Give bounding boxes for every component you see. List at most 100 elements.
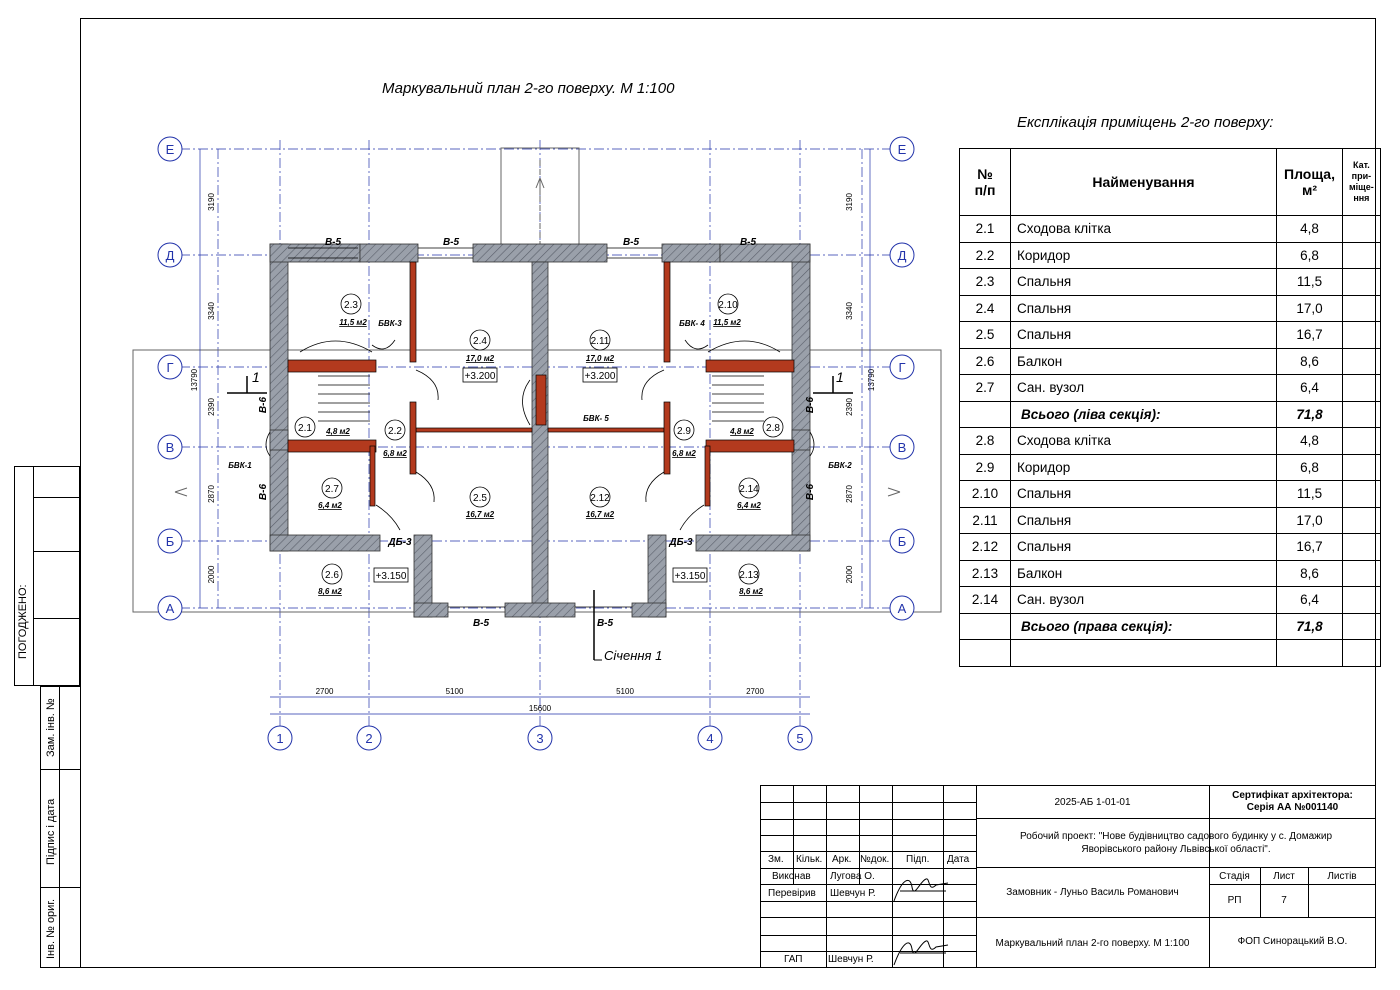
element-mark: БВК-3: [378, 319, 402, 328]
dimension-label: 3190: [845, 193, 854, 211]
col-qty: Кільк.: [796, 854, 823, 865]
role-executed: Виконав: [772, 871, 811, 882]
project-line-1: Робочий проект: "Нове будівництво садово…: [1019, 831, 1333, 842]
room-marker: [340, 293, 362, 315]
row-category: [1342, 612, 1381, 640]
row-area: 6,8: [1276, 241, 1343, 269]
row-category: [1342, 400, 1381, 428]
row-category: [1342, 586, 1381, 614]
row-area: 16,7: [1276, 533, 1343, 561]
wall: [531, 261, 549, 618]
table-row: Всього (ліва секція):71,8: [959, 400, 1381, 428]
axis-bubble: [157, 434, 183, 460]
dimension-total: 15600: [529, 704, 552, 713]
door-swing: [522, 379, 531, 426]
door-swing: [641, 369, 665, 401]
row-name: Сходова клітка: [1010, 215, 1277, 243]
dimension-label: 2000: [207, 565, 216, 583]
room-marker: [321, 563, 343, 585]
room-area: 6,8 м2: [672, 449, 696, 458]
table-row: [959, 639, 1381, 667]
dimension-label: 3340: [207, 302, 216, 320]
axis-bubble: [889, 595, 915, 621]
partition: [704, 445, 711, 507]
axis-label: Б: [898, 534, 907, 549]
dimension-label: 5100: [616, 687, 634, 696]
explication-table: № п/п Найменування Площа, м² Кат. при- м…: [959, 148, 1381, 667]
row-number: 2.12: [959, 533, 1011, 561]
row-number: 2.3: [959, 268, 1011, 296]
axis-label: В: [166, 440, 175, 455]
level-mark: [582, 367, 618, 383]
row-category: [1342, 533, 1381, 561]
room-number: 2.6: [325, 570, 339, 581]
role-checked: Перевірив: [768, 888, 816, 899]
room-marker: [762, 416, 784, 438]
dimension-label: 3190: [207, 193, 216, 211]
row-area: 11,5: [1276, 480, 1343, 508]
name-checked: Шевчун Р.: [830, 888, 876, 899]
room-marker: [738, 477, 760, 499]
room-area: 8,6 м2: [318, 587, 342, 596]
room-marker: [717, 293, 739, 315]
section-mark-label: 1: [252, 369, 260, 385]
row-number: 2.7: [959, 374, 1011, 402]
row-number: 2.11: [959, 506, 1011, 534]
partition: [705, 439, 795, 453]
row-area: 17,0: [1276, 294, 1343, 322]
company: ФОП Синорацький В.О.: [1237, 936, 1348, 947]
door-swing: [371, 339, 396, 350]
row-name: Сан. вузол: [1010, 586, 1277, 614]
axis-label: Г: [166, 360, 173, 375]
cert-line-1: Сертифікат архітектора:: [1232, 790, 1353, 801]
row-category: [1342, 268, 1381, 296]
door-swing: [809, 431, 815, 457]
wall: [631, 602, 667, 618]
row-category: [1342, 294, 1381, 322]
axis-bubble: [157, 595, 183, 621]
level-value: +3.150: [376, 571, 407, 582]
col-date: Дата: [947, 854, 970, 865]
row-number: 2.6: [959, 347, 1011, 375]
row-category: [1342, 347, 1381, 375]
axis-bubble: [267, 725, 293, 751]
dimension-total: 13790: [867, 368, 876, 391]
axis-bubble: [889, 242, 915, 268]
name-executed: Лугова О.: [830, 871, 875, 882]
row-category: [1342, 321, 1381, 349]
row-area: 16,7: [1276, 321, 1343, 349]
room-area: 17,0 м2: [466, 354, 495, 363]
section-label: Січення 1: [604, 648, 663, 663]
room-number: 2.8: [766, 423, 780, 434]
dimension-label: 2700: [316, 687, 334, 696]
axis-bubble: [697, 725, 723, 751]
row-area: 71,8: [1276, 400, 1343, 428]
wall: [269, 243, 289, 552]
wall: [719, 243, 811, 263]
partition: [287, 359, 377, 373]
stair-arc: [299, 340, 373, 353]
level-mark: [462, 367, 498, 383]
row-name: Балкон: [1010, 347, 1277, 375]
row-name: Спальня: [1010, 321, 1277, 349]
room-number: 2.11: [591, 336, 610, 347]
room-area: 16,7 м2: [586, 510, 615, 519]
element-mark: В-5: [597, 618, 614, 629]
axis-label: 2: [365, 731, 372, 746]
row-area: 11,5: [1276, 268, 1343, 296]
signature-2: [893, 940, 949, 966]
axis-bubble: [157, 528, 183, 554]
explication-title: Експлікація приміщень 2-го поверху:: [1017, 114, 1274, 131]
wall: [472, 243, 608, 263]
row-number: 2.10: [959, 480, 1011, 508]
level-value: +3.150: [675, 571, 706, 582]
row-category: [1342, 215, 1381, 243]
row-number: [959, 639, 1011, 667]
door-swing: [415, 471, 435, 503]
sheet-label: Лист: [1273, 871, 1295, 882]
room-number: 2.2: [388, 426, 402, 437]
